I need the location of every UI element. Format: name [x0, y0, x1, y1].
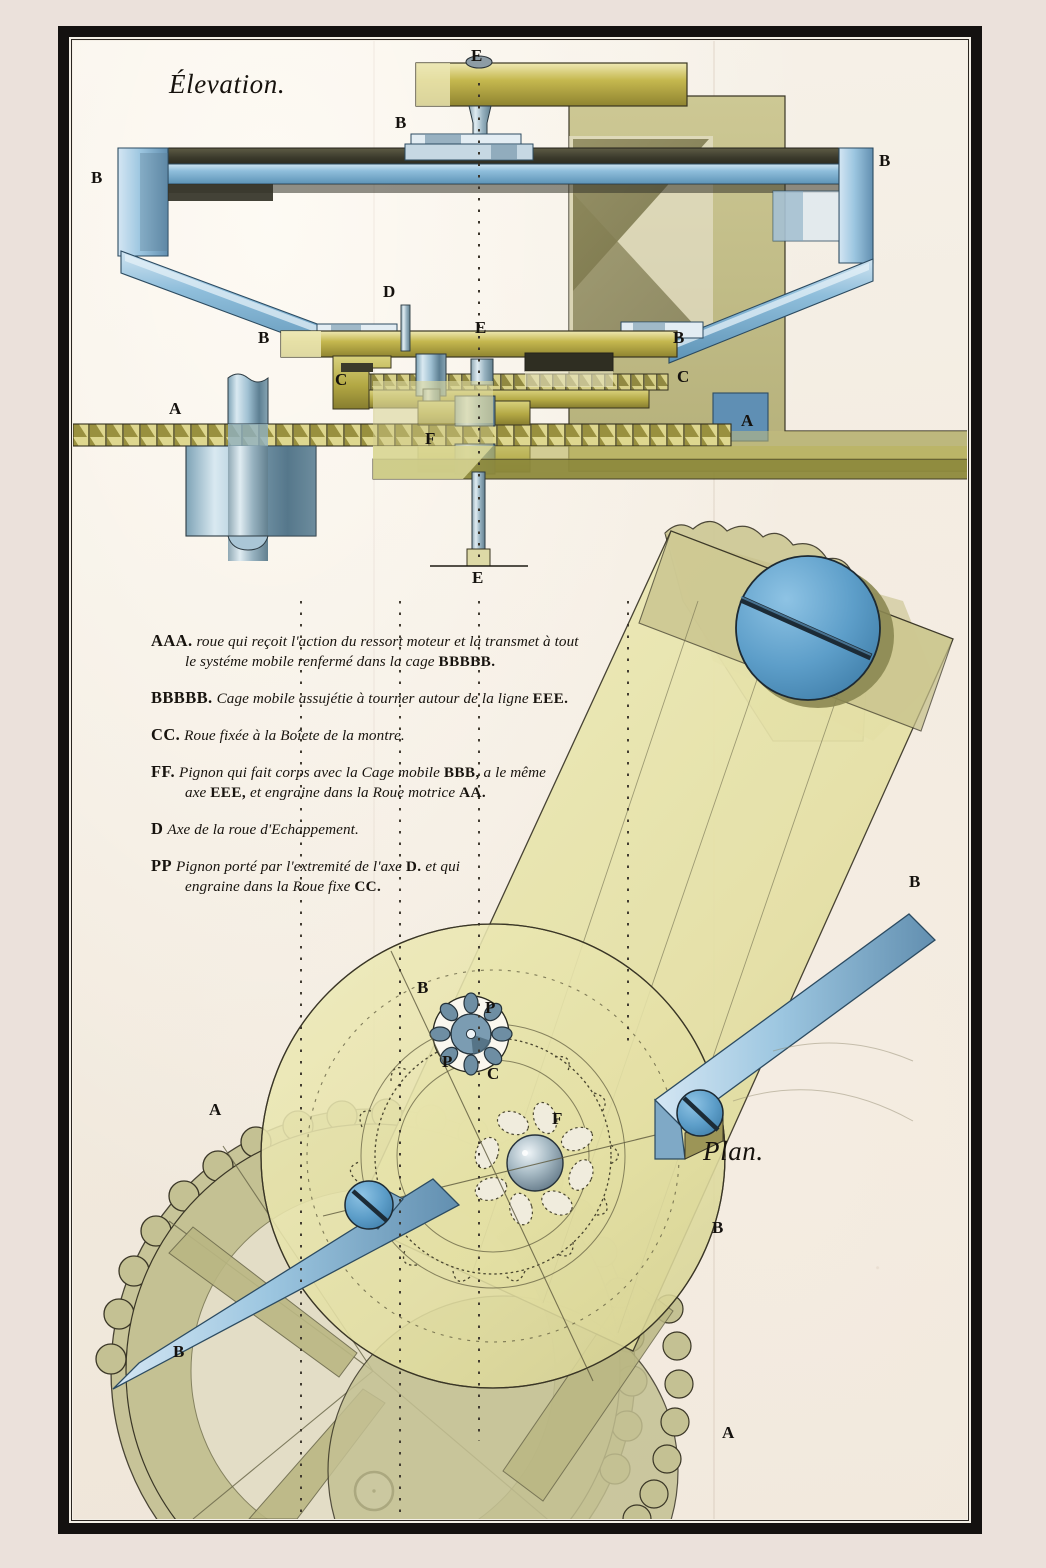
elevation-top-brass-plate [415, 62, 688, 107]
legend-text-AAA-line1: roue qui reçoit l'action du ressort mote… [196, 633, 579, 650]
label-B-arm-right: B [909, 872, 921, 891]
legend-key-AAA: AAA. [151, 631, 193, 650]
legend-key-BBBBB: BBBBB. [151, 688, 213, 707]
title-elevation: Élevation. [169, 69, 286, 99]
legend-text-AAA-line2: le systéme mobile renfermé dans la cage … [185, 653, 496, 670]
elevation-cage-right-arm [668, 258, 874, 364]
plan-arm-B-left [112, 1178, 461, 1390]
legend-key-FF: FF. [151, 762, 175, 781]
label-A-wheel-low: A [722, 1423, 735, 1442]
elevation-base-bar [372, 446, 967, 480]
legend-item-AAA: AAA. roue qui reçoit l'action du ressort… [151, 631, 671, 671]
label-P-upper: P [485, 998, 496, 1017]
label-B-plate-left: B [258, 328, 270, 347]
plan-construction-lines [300, 601, 629, 1519]
plan-screw-head-large [735, 555, 894, 708]
plan-drawing [95, 520, 954, 1519]
label-B-top-center: B [395, 113, 407, 132]
label-A-left: A [169, 399, 182, 418]
label-B-arm-lower: B [173, 1342, 185, 1361]
legend-item-PP: PP Pignon porté par l'extremité de l'axe… [151, 856, 671, 896]
label-A-right: A [741, 411, 754, 430]
legend-item-BBBBB: BBBBB. Cage mobile assujétie à tourner a… [151, 688, 671, 708]
drawing-paper: Élevation. Plan. E B B B D E B B C C A A… [73, 41, 967, 1519]
legend-text-D: Axe de la roue d'Echappement. [167, 821, 359, 838]
frame-inner-rule [71, 39, 969, 1521]
label-C-right: C [677, 367, 690, 386]
elevation-cage-left-post [117, 147, 169, 257]
legend-text-CC: Roue fixée à la Boîete de la montre. [184, 727, 405, 744]
label-B-cage-right: B [712, 1218, 724, 1237]
legend-key-CC: CC. [151, 725, 181, 744]
title-plan: Plan. [703, 1136, 764, 1166]
legend-item-FF: FF. Pignon qui fait corps avec la Cage m… [151, 762, 671, 802]
legend-text-FF-line1: Pignon qui fait corps avec la Cage mobil… [178, 764, 547, 781]
legend-key-PP: PP [151, 856, 172, 875]
label-E-bottom: E [472, 568, 484, 587]
technical-drawing-artwork [73, 55, 967, 1519]
elevation-cage-right-post [838, 147, 874, 264]
legend-block: AAA. roue qui reçoit l'action du ressort… [151, 631, 671, 913]
legend-key-D: D [151, 819, 164, 838]
plan-pinion-P [429, 992, 513, 1076]
legend-text-PP-line1: Pignon porté par l'extremité de l'axe D.… [175, 858, 461, 875]
label-B-right-outer: B [879, 151, 891, 170]
label-E-mid: E [475, 318, 487, 337]
label-F-center: F [425, 429, 436, 448]
legend-text-FF-line2: axe EEE, et engraine dans la Roue motric… [185, 784, 487, 801]
label-C-left: C [335, 370, 348, 389]
legend-text-BBBBB: Cage mobile assujétie à tourner autour d… [216, 690, 569, 707]
elevation-drawing [73, 55, 967, 567]
plan-pinion-F [474, 1101, 594, 1226]
legend-item-D: D Axe de la roue d'Echappement. [151, 819, 671, 839]
label-E-top: E [471, 46, 483, 65]
legend-item-CC: CC. Roue fixée à la Boîete de la montre. [151, 725, 671, 745]
label-P-lower: P [442, 1052, 453, 1071]
paper-fold-2 [373, 41, 375, 1519]
label-D-axis: D [383, 282, 396, 301]
label-B-left-outer: B [91, 168, 103, 187]
legend-text-PP-line2: engraine dans la Roue fixe CC. [185, 878, 382, 895]
label-C-fixed-wheel: C [487, 1064, 500, 1083]
elevation-barrel-cylinder [185, 373, 317, 561]
plan-arm-B-right [654, 913, 936, 1160]
label-B-cage-top: B [417, 978, 429, 997]
label-A-wheel-left: A [209, 1100, 222, 1119]
label-F-pinion: F [552, 1109, 563, 1128]
label-B-plate-right: B [673, 328, 685, 347]
